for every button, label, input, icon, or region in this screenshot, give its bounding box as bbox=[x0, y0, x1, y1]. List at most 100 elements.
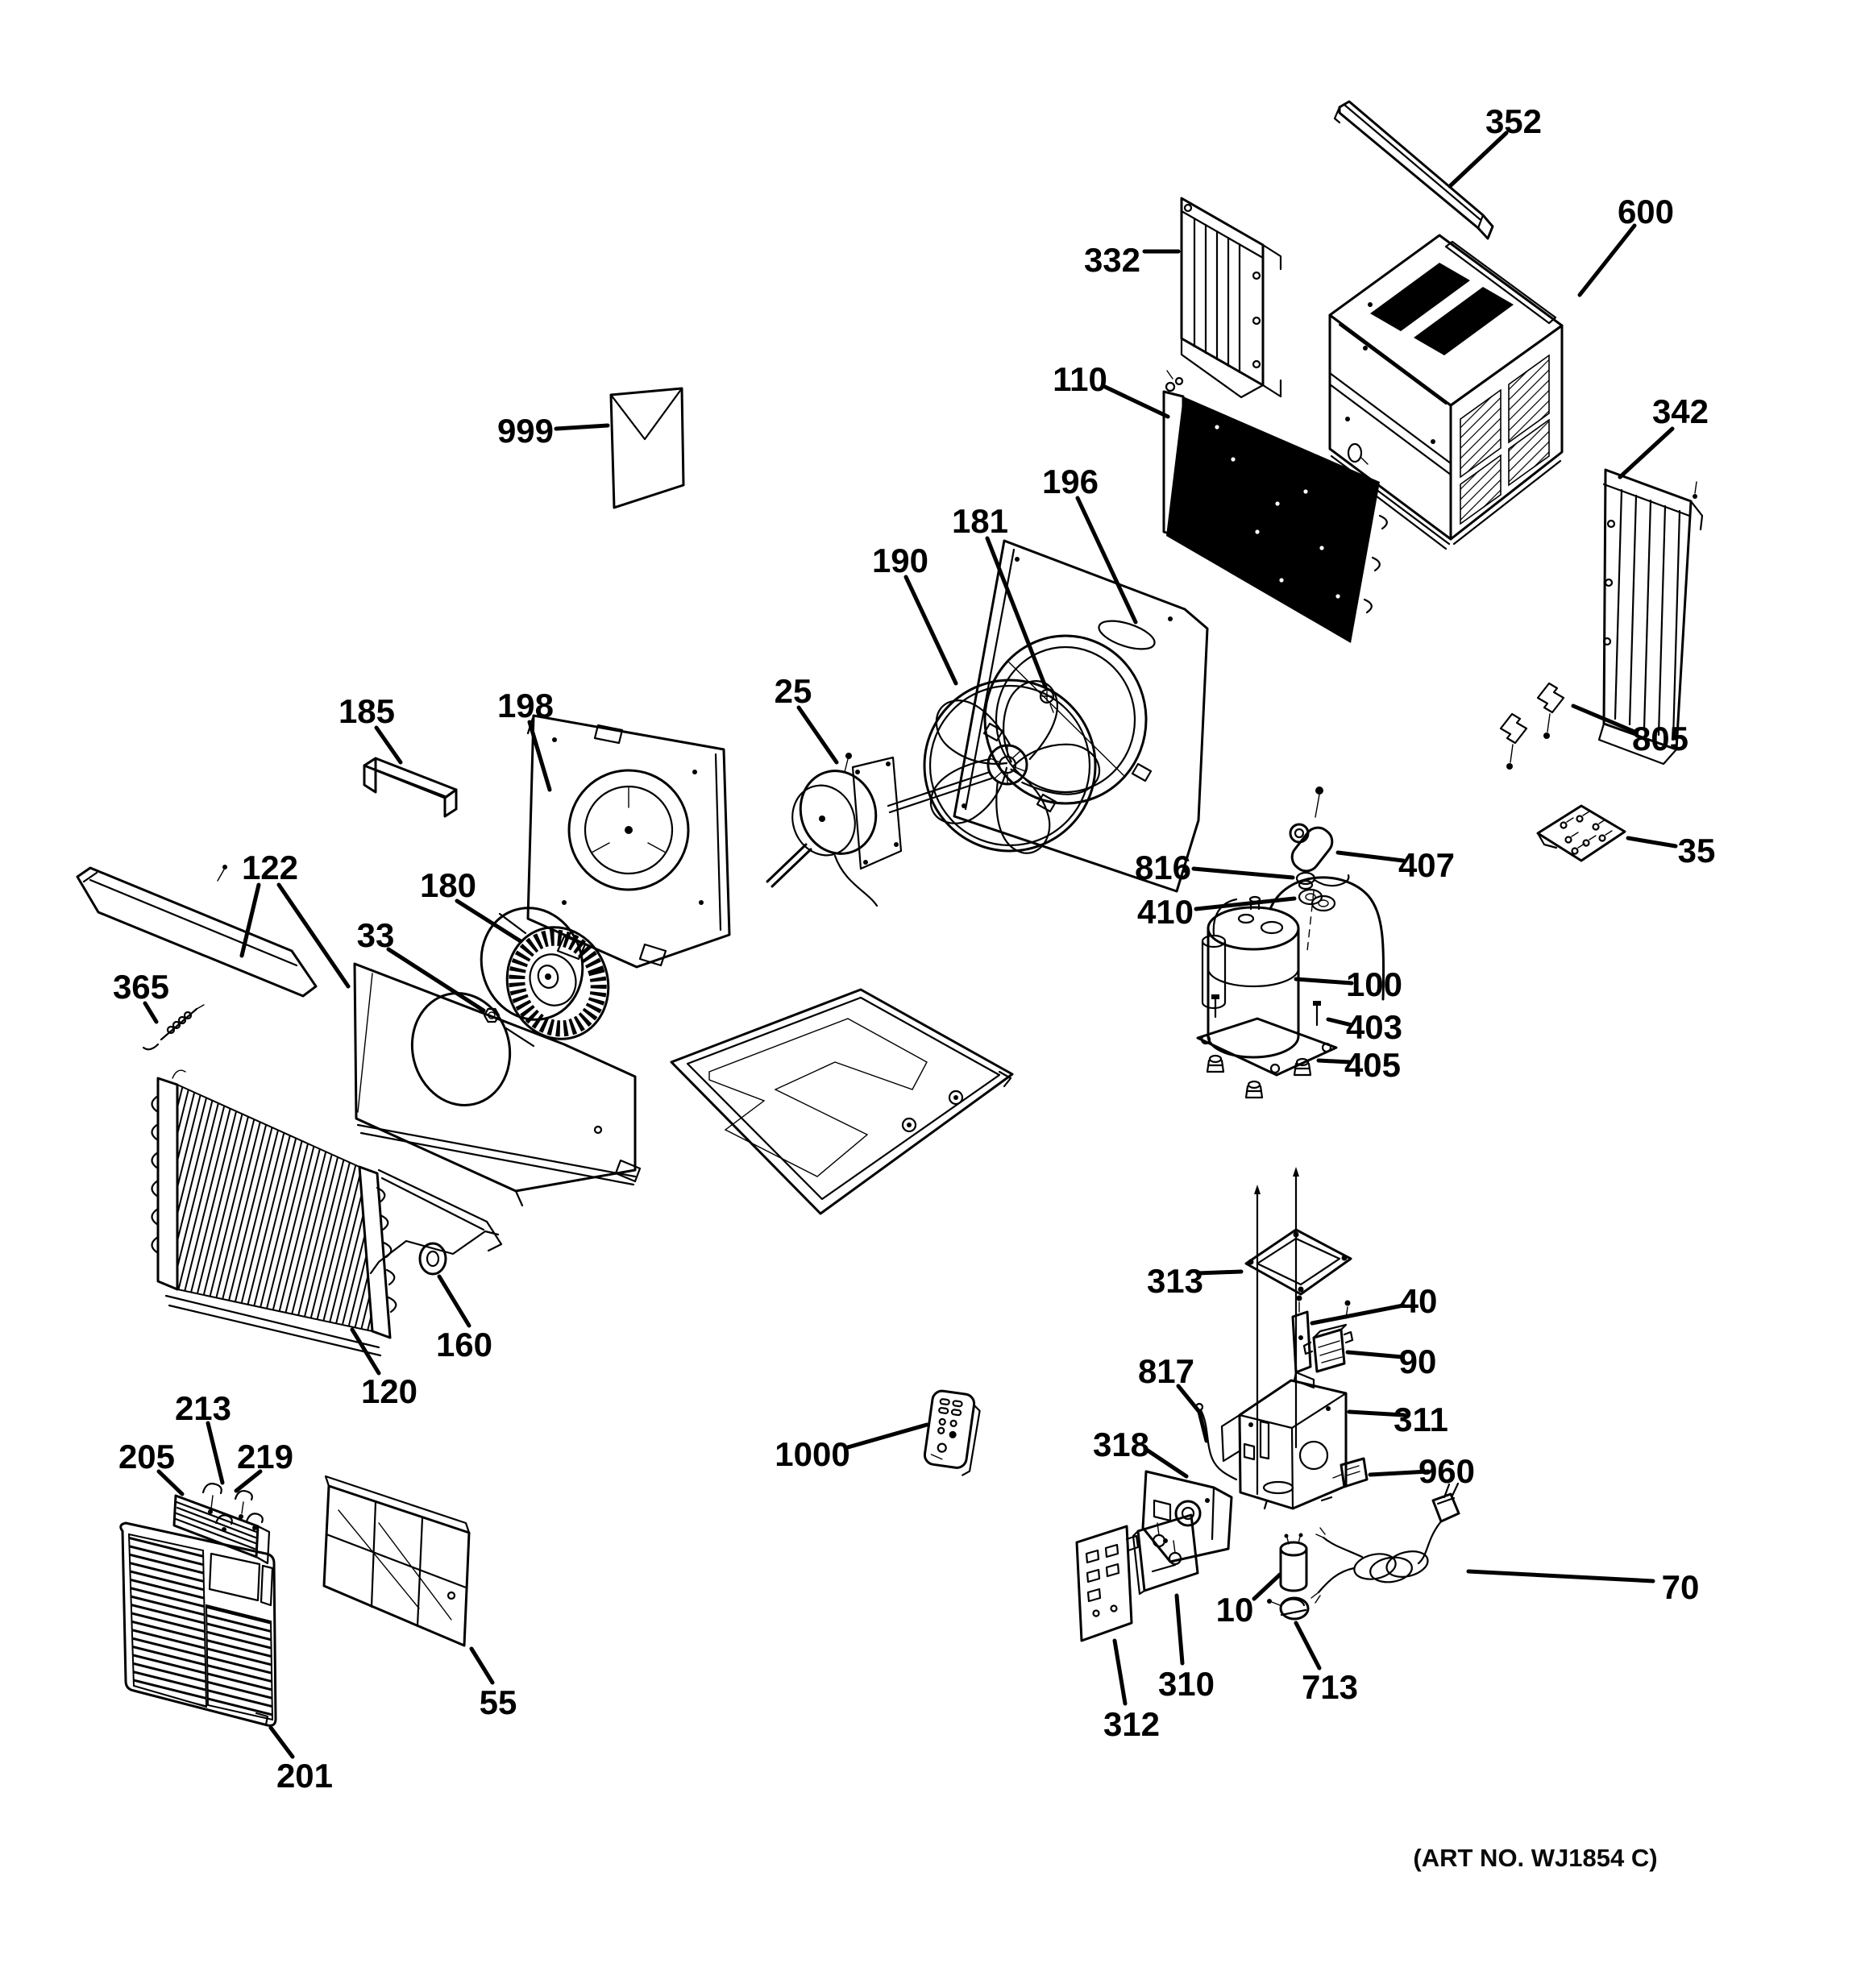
part-110-condenser-shape bbox=[1275, 501, 1280, 506]
part-405-grommets-shape bbox=[1244, 1085, 1264, 1099]
part-1000-remote-control-shape bbox=[962, 1404, 981, 1476]
callout-403: 403 bbox=[1326, 1008, 1402, 1046]
part-600-cabinet-shape bbox=[1368, 302, 1373, 307]
base-pan-shape bbox=[953, 1095, 958, 1100]
part-110-condenser-shape bbox=[1166, 396, 1380, 643]
callout-312: 312 bbox=[1103, 1638, 1160, 1743]
part-label-120: 120 bbox=[361, 1372, 417, 1410]
part-311-control-box-shape bbox=[1243, 1420, 1270, 1461]
part-1000-remote-control-shape bbox=[950, 1409, 962, 1417]
part-180-blower-wheel bbox=[480, 907, 610, 1048]
part-label-190: 190 bbox=[872, 542, 928, 579]
part-352-top-rail-shape bbox=[1333, 103, 1485, 230]
part-110-condenser-shape bbox=[1303, 489, 1308, 494]
part-342-side-panel bbox=[1597, 468, 1704, 766]
part-318-thermostat-shape bbox=[1153, 1486, 1215, 1541]
part-100-compressor-shape bbox=[1237, 913, 1255, 924]
part-310-control-bracket-shape bbox=[1173, 1540, 1176, 1554]
part-201-front-grille-shape bbox=[205, 1604, 274, 1721]
leader-line-407 bbox=[1335, 850, 1406, 863]
part-120-evaporator-shape bbox=[358, 1165, 392, 1339]
part-40-bracket bbox=[1291, 1295, 1315, 1389]
part-100-compressor-shape bbox=[1306, 890, 1315, 952]
part-70-power-cord bbox=[1310, 1482, 1460, 1604]
part-410-washers bbox=[1298, 888, 1336, 912]
part-311-control-box-shape bbox=[1326, 1406, 1331, 1411]
part-100-compressor-shape bbox=[1269, 876, 1385, 1001]
callout-352: 352 bbox=[1448, 102, 1542, 189]
part-196-fan-shroud-shape bbox=[953, 539, 1209, 893]
leader-line-110 bbox=[1103, 384, 1170, 419]
leader-line-219 bbox=[234, 1469, 263, 1493]
part-35-hardware-kit-shape bbox=[1582, 811, 1590, 816]
callout-35: 35 bbox=[1626, 832, 1715, 869]
part-310-control-bracket-shape bbox=[1136, 1513, 1199, 1592]
part-70-power-cord-shape bbox=[1317, 1536, 1364, 1594]
leader-line-405 bbox=[1316, 1058, 1352, 1065]
leader-line-10 bbox=[1252, 1572, 1282, 1601]
callout-33: 33 bbox=[357, 916, 486, 1013]
part-213-219-clips-shape bbox=[241, 1501, 244, 1514]
part-805-clips-shape bbox=[1543, 733, 1550, 739]
callout-365: 365 bbox=[113, 968, 169, 1024]
part-70-power-cord-shape bbox=[1385, 1550, 1429, 1578]
part-1000-remote-control-shape bbox=[938, 1407, 949, 1414]
part-label-40: 40 bbox=[1400, 1282, 1438, 1320]
part-196-fan-shroud-shape bbox=[1168, 616, 1173, 621]
part-25-fan-motor-shape bbox=[791, 784, 856, 857]
part-110-condenser-shape bbox=[1231, 457, 1236, 462]
part-90-transformer-shape bbox=[1302, 1330, 1354, 1355]
part-1000-remote-control-shape bbox=[923, 1389, 976, 1469]
part-196-fan-shroud-shape bbox=[995, 645, 1136, 794]
part-label-403: 403 bbox=[1346, 1008, 1402, 1046]
part-311-control-box-shape bbox=[1238, 1392, 1348, 1510]
art-number: (ART NO. WJ1854 C) bbox=[1413, 1844, 1657, 1872]
part-600-cabinet-shape bbox=[1347, 442, 1363, 463]
part-213-219-clips-shape bbox=[222, 1527, 226, 1532]
leader-line-213 bbox=[206, 1421, 225, 1485]
callout-405: 405 bbox=[1316, 1046, 1401, 1084]
leader-line-55 bbox=[469, 1646, 495, 1685]
part-25-fan-motor-shape bbox=[886, 762, 891, 766]
part-label-185: 185 bbox=[339, 692, 395, 730]
callout-342: 342 bbox=[1618, 392, 1709, 479]
part-365-sensor-shape bbox=[177, 1015, 187, 1025]
part-25-fan-motor-shape bbox=[894, 842, 899, 847]
leader-line-311 bbox=[1347, 1409, 1406, 1417]
part-label-405: 405 bbox=[1344, 1046, 1401, 1084]
part-600-cabinet bbox=[1328, 234, 1564, 550]
part-label-600: 600 bbox=[1618, 193, 1674, 230]
part-310-control-bracket-shape bbox=[1132, 1529, 1146, 1596]
part-100-compressor-shape bbox=[1200, 1034, 1211, 1045]
part-201-front-grille-shape bbox=[119, 1521, 277, 1727]
part-403-bolts-shape bbox=[1211, 994, 1219, 999]
part-90-transformer-shape bbox=[1312, 1323, 1348, 1339]
leader-line-25 bbox=[796, 705, 839, 765]
callout-110: 110 bbox=[1053, 360, 1170, 419]
part-label-312: 312 bbox=[1103, 1705, 1160, 1743]
part-310-control-bracket-shape bbox=[1152, 1534, 1166, 1548]
part-25-fan-motor bbox=[766, 753, 903, 907]
part-312-control-panel-shape bbox=[1092, 1609, 1100, 1617]
part-55-filter-shape bbox=[324, 1475, 471, 1534]
part-label-205: 205 bbox=[118, 1438, 175, 1475]
part-110-condenser-shape bbox=[1335, 594, 1340, 599]
part-190-fan-blade-shape-shape bbox=[935, 699, 1011, 765]
part-label-55: 55 bbox=[480, 1683, 517, 1721]
part-35-hardware-kit-shape bbox=[1560, 821, 1568, 829]
part-600-cabinet-shape bbox=[1345, 417, 1350, 421]
part-120-evaporator-shape bbox=[164, 1294, 382, 1357]
part-120-evaporator-shape bbox=[172, 1069, 186, 1079]
part-label-196: 196 bbox=[1042, 463, 1099, 500]
callout-410: 410 bbox=[1137, 893, 1297, 931]
part-805-clips bbox=[1499, 682, 1565, 770]
part-407-muffler-shape bbox=[1289, 823, 1310, 844]
base-pan-shape bbox=[998, 1070, 1012, 1088]
part-407-muffler-shape bbox=[1290, 826, 1334, 873]
part-407-muffler-shape bbox=[1294, 828, 1305, 839]
part-196-fan-shroud-shape bbox=[1098, 620, 1156, 650]
part-185-handle bbox=[363, 757, 458, 818]
callout-185: 185 bbox=[339, 692, 403, 765]
callout-310: 310 bbox=[1158, 1593, 1215, 1703]
leader-line-185 bbox=[374, 725, 403, 765]
